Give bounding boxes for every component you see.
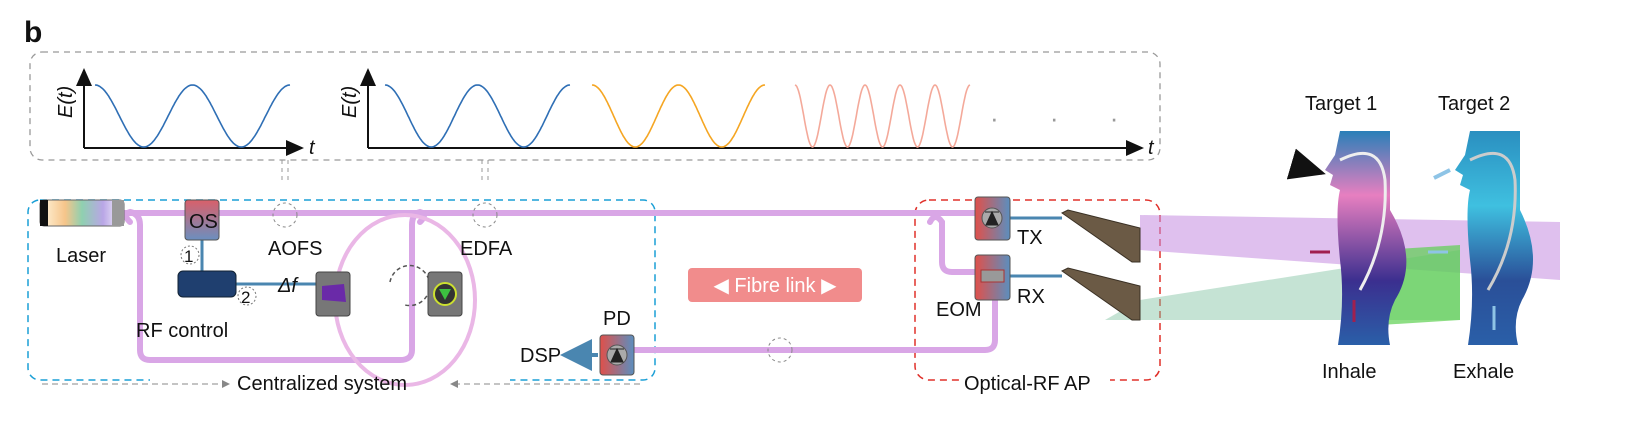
rf-control-chip xyxy=(177,270,237,298)
pd-label: PD xyxy=(603,308,631,330)
dsp-label: DSP xyxy=(520,345,561,367)
x-axis-label: t xyxy=(309,137,316,159)
target-1-label: Target 1 xyxy=(1305,93,1377,115)
tap-point xyxy=(767,337,793,363)
optical-rf-ap-label: Optical-RF AP xyxy=(964,373,1091,395)
tx-label: TX xyxy=(1017,227,1043,249)
y-axis-label: E(t) xyxy=(55,86,77,118)
laser-label: Laser xyxy=(56,245,106,267)
tap-point xyxy=(272,202,298,228)
fibre-link-label: ◀ Fibre link ▶ xyxy=(713,275,837,297)
step-2: 2 xyxy=(241,288,250,307)
rf-control-label: RF control xyxy=(136,320,228,342)
rx-label: RX xyxy=(1017,286,1045,308)
tap-point xyxy=(472,202,498,228)
eom-label: EOM xyxy=(936,299,982,321)
edfa-label: EDFA xyxy=(460,238,513,260)
wave-blue xyxy=(94,84,291,148)
centralized-system-label: Centralized system xyxy=(237,373,407,395)
target-2-figure xyxy=(1428,131,1534,345)
wave-blue xyxy=(384,84,571,148)
panel-label: b xyxy=(24,16,42,49)
rf-cable xyxy=(200,240,318,286)
fibre-link-badge xyxy=(688,268,862,302)
inhale-label: Inhale xyxy=(1322,361,1377,383)
aofs-label: AOFS xyxy=(268,238,322,260)
waveform-box xyxy=(29,51,1161,161)
left-waveform-plot: E(t) t xyxy=(55,68,316,159)
rx-horn-antenna xyxy=(1061,267,1141,321)
os-block xyxy=(184,199,220,241)
delta-f-label: Δf xyxy=(277,275,299,297)
wave-orange xyxy=(591,84,766,148)
ellipsis: · · · xyxy=(990,103,1140,133)
tx-horn-antenna xyxy=(1061,209,1141,263)
right-waveform-plot: E(t) t · · · xyxy=(339,68,1155,159)
os-label: OS xyxy=(189,211,218,233)
step-1: 1 xyxy=(184,247,193,266)
laser xyxy=(39,199,125,227)
y-axis-label: E(t) xyxy=(339,86,361,118)
wave-pink xyxy=(794,84,971,148)
exhale-label: Exhale xyxy=(1453,361,1514,383)
waveform-connector xyxy=(281,160,489,182)
target-1-figure xyxy=(1286,131,1407,345)
x-axis-label: t xyxy=(1148,137,1155,159)
target-2-label: Target 2 xyxy=(1438,93,1510,115)
